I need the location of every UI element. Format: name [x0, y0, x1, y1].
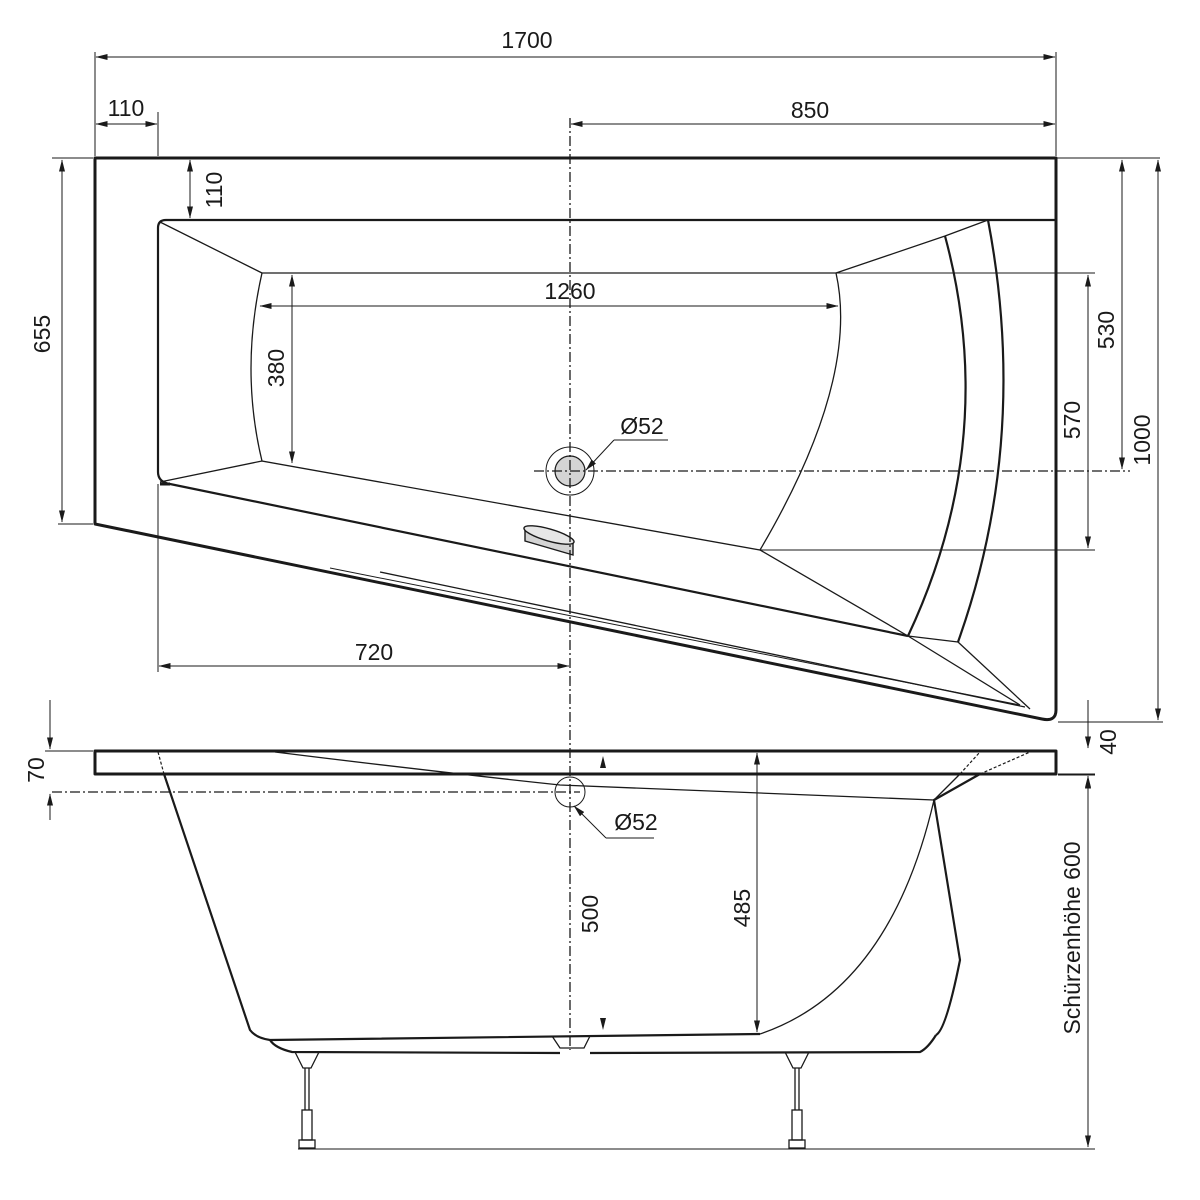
side-base	[269, 1034, 937, 1055]
dim-drain-offset: 570	[1059, 401, 1085, 439]
side-overflow-ring	[554, 776, 586, 808]
side-dimensions: 70 Ø52 500 485 Schürzenhöhe 600	[23, 700, 1095, 1148]
plan-outer-outline	[93, 156, 1058, 722]
side-right-wall-inner	[759, 799, 935, 1035]
side-left-wall	[162, 773, 761, 1042]
leg-left	[294, 1051, 320, 1149]
plan-dimensions: 1700 110 850 110 655 1260 380 570 530	[29, 27, 1163, 800]
overflow-cap-icon	[523, 525, 575, 556]
side-overflow-label: Ø52	[614, 809, 657, 835]
side-rim	[93, 749, 1058, 776]
dim-rim-left: 110	[108, 95, 145, 121]
dim-rim-to-drain: 70	[23, 757, 49, 783]
plan-inner-rim	[156, 218, 1056, 638]
plan-view	[93, 118, 1130, 1050]
dim-drain-to-back: 530	[1093, 311, 1119, 349]
dim-left-to-center: 720	[355, 639, 393, 665]
side-view	[52, 749, 1095, 1150]
side-right-wall-outer	[932, 773, 981, 1036]
dim-center-right: 850	[791, 97, 829, 123]
drain-diameter-label: Ø52	[620, 413, 663, 439]
dim-inner-width: 380	[263, 349, 289, 387]
dim-gap: 40	[1095, 729, 1121, 755]
dim-inner-length: 1260	[544, 278, 595, 304]
leg-right	[784, 1051, 810, 1149]
dim-rim-top: 110	[201, 172, 227, 209]
plan-inner-floor	[250, 272, 842, 551]
dim-inner-depth: 485	[729, 889, 755, 927]
plan-backrest-curve-outer	[956, 219, 1005, 643]
dim-depth-at-drain: 500	[577, 895, 603, 933]
apron-height-label: Schürzenhöhe 600	[1059, 841, 1085, 1034]
plan-backrest-curve-inner	[907, 235, 967, 637]
dim-left-depth: 655	[29, 315, 55, 353]
dim-overall-depth: 1000	[1129, 414, 1155, 465]
dim-overall-length: 1700	[501, 27, 552, 53]
